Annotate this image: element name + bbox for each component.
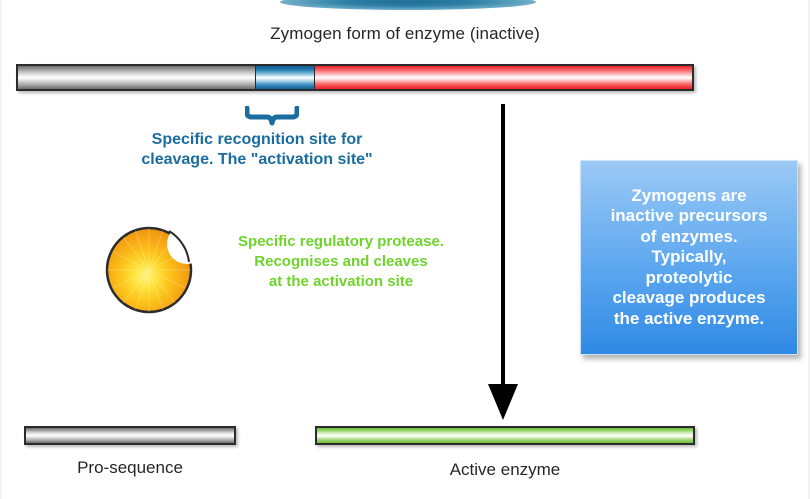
zymogen-info-text: Zymogens are inactive precursors of enzy… xyxy=(581,186,797,330)
info-line5: proteolytic xyxy=(645,267,733,287)
protease-caption: Specific regulatory protease. Recognises… xyxy=(216,232,466,292)
active-enzyme-label: Active enzyme xyxy=(449,460,561,479)
protease-sun-icon xyxy=(105,226,193,314)
info-line2: inactive precursors xyxy=(610,206,768,226)
down-brace-icon xyxy=(245,106,299,126)
pro-sequence-bar xyxy=(24,426,236,445)
info-line4: Typically, xyxy=(651,247,727,267)
zymogen-bar xyxy=(16,64,694,91)
page-title: Zymogen form of enzyme (inactive) xyxy=(270,24,540,43)
top-lens-divider-icon xyxy=(280,0,536,10)
info-line6: cleavage produces xyxy=(612,288,766,308)
protease-caption-line3: at the activation site xyxy=(268,272,414,290)
info-line1: Zymogens are xyxy=(631,185,747,205)
zymogen-enzyme-segment xyxy=(315,64,694,91)
active-enzyme-bar xyxy=(315,426,695,445)
activation-site-caption-line2: cleavage. The "activation site" xyxy=(141,150,373,168)
activation-site-caption: Specific recognition site for cleavage. … xyxy=(46,130,468,169)
zymogen-pro-sequence-segment xyxy=(16,64,256,91)
protease-caption-line2: Recognises and cleaves xyxy=(254,252,428,270)
info-line3: of enzymes. xyxy=(640,226,738,246)
zymogen-activation-site-segment xyxy=(256,64,315,91)
protease-caption-line1: Specific regulatory protease. xyxy=(238,233,444,250)
pro-sequence-label: Pro-sequence xyxy=(77,458,183,477)
activation-site-caption-line1: Specific recognition site for xyxy=(151,131,363,148)
down-arrow-icon xyxy=(488,104,518,420)
info-line7: the active enzyme. xyxy=(613,308,765,328)
zymogen-info-box: Zymogens are inactive precursors of enzy… xyxy=(580,160,798,355)
